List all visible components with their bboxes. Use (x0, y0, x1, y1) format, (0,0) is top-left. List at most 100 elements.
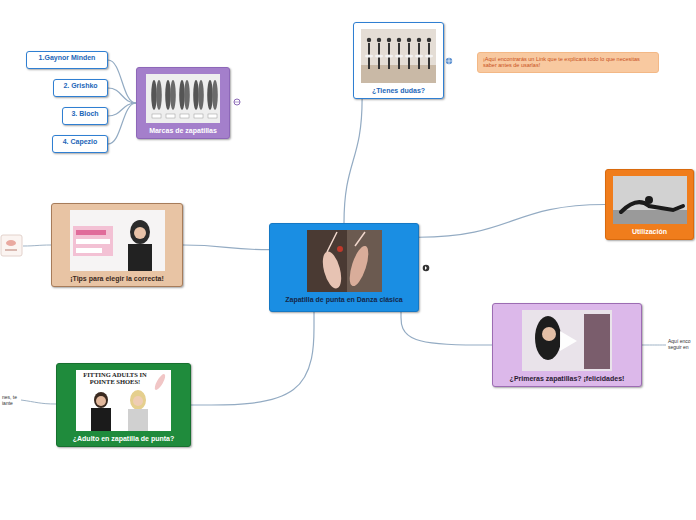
pointe-shoe (345, 244, 371, 288)
dancer-figure (397, 38, 401, 42)
photo-ground (522, 310, 612, 371)
dancer-figure (425, 55, 433, 58)
thumbnail-image (522, 310, 612, 371)
brand-tag (166, 114, 175, 118)
pointe-shoe (151, 80, 157, 110)
leader-line (23, 245, 51, 246)
person-figure (128, 409, 148, 431)
pointe-shoe (184, 80, 190, 110)
subtopic-box: 1.Gaynor Minden (26, 51, 108, 69)
play-button (560, 331, 577, 351)
subtopic-box: 2. Grishko (53, 79, 108, 97)
topic-label: ¿Primeras zapatillas? ¡felicidades! (510, 375, 625, 383)
brand-tag (194, 114, 203, 118)
person-figure (130, 220, 150, 244)
person-figure (133, 396, 143, 406)
shoe-icon (1, 235, 22, 256)
thumbnail-caption: FITTING ADULTS IN POINTE SHOES! (83, 371, 147, 386)
note-box: ¡Aquí encontrarás un Link que te explica… (477, 52, 659, 73)
person-figure (130, 390, 146, 410)
pointe-shoe (156, 80, 162, 110)
audio-icon (425, 266, 427, 270)
leader-line (21, 400, 56, 404)
topic-label: Zapatilla de punta en Danza clásica (285, 296, 402, 304)
floor (613, 210, 687, 224)
ribbon (327, 232, 365, 252)
dancer-figure (387, 38, 391, 42)
subtopic-box: 3. Bloch (62, 107, 108, 125)
dancer-figure (415, 55, 423, 58)
pointe-shoe (198, 80, 204, 110)
topic-label: ¿Adulto en zapatilla de punta? (73, 435, 175, 443)
subtopic-box: 4. Capezio (52, 135, 108, 153)
topic-box: Marcas de zapatillas (136, 67, 230, 139)
dancer-figure (427, 38, 431, 42)
branch-connector (401, 312, 492, 345)
title-block (76, 230, 106, 235)
audio-icon (423, 265, 430, 272)
shoe-icon (5, 249, 17, 251)
person-figure (542, 327, 556, 341)
pointe-shoe (165, 80, 171, 110)
thumbnail-image (307, 230, 382, 292)
dancer-figure (365, 55, 373, 58)
dancer-figure (385, 55, 393, 58)
dancer-figure (621, 202, 683, 212)
person-figure (94, 392, 108, 408)
photo-ground (307, 230, 382, 292)
thumbnail-image (613, 176, 687, 224)
brand-tag (208, 114, 217, 118)
globe-icon (234, 99, 240, 105)
topic-box: ¿Primeras zapatillas? ¡felicidades! (492, 303, 642, 387)
branch-connector (108, 88, 136, 103)
title-block (76, 239, 110, 244)
person-figure (535, 316, 561, 360)
dancer-figure (395, 55, 403, 58)
cut-note: Aquí enco seguir en (668, 339, 694, 351)
pointe-shoe (193, 80, 199, 110)
topic-label: 2. Grishko (63, 82, 97, 90)
photo-ground (613, 176, 687, 224)
dancer-figure (375, 55, 383, 58)
photo-ground (361, 29, 436, 83)
title-block (73, 226, 113, 256)
topic-label: Marcas de zapatillas (149, 127, 217, 135)
shoe-icon (6, 240, 16, 246)
pointe-shoe (207, 80, 213, 110)
photo-ground (70, 210, 165, 271)
branch-connector (419, 205, 605, 238)
pointe-shoe (170, 80, 176, 110)
pointe-shoe (153, 373, 167, 392)
topic-label: 1.Gaynor Minden (39, 54, 96, 62)
photo-ground (146, 74, 220, 123)
thumbnail-image (70, 210, 165, 271)
person-figure (128, 244, 152, 271)
leader-line (642, 345, 666, 346)
thumbnail-image (361, 29, 436, 83)
branch-connector (191, 312, 314, 405)
note-text: ¡Aquí encontrarás un Link que te explica… (483, 56, 653, 69)
topic-box: ¿Tienes dudas? (353, 22, 444, 99)
person-figure (91, 408, 111, 431)
branch-connector (344, 99, 362, 223)
topic-label: ¿Tienes dudas? (372, 87, 425, 95)
branch-connector (108, 103, 136, 144)
shoe-shelf (584, 314, 610, 369)
topic-box: Utilización (605, 169, 694, 240)
cut-note: nes, te iante (2, 395, 22, 407)
globe-icon (446, 58, 452, 64)
dancer-figure (407, 38, 411, 42)
central-topic: Zapatilla de punta en Danza clásica (269, 223, 419, 312)
topic-label: ¡Tips para elegir la correcta! (70, 275, 164, 283)
detail (337, 246, 343, 252)
globe-icon (446, 58, 452, 64)
pointe-shoe (212, 80, 218, 110)
pointe-shoe (319, 250, 344, 291)
thumbnail-image (146, 74, 220, 123)
title-block (76, 248, 102, 253)
brand-tag (180, 114, 189, 118)
person-figure (134, 227, 146, 239)
globe-icon (234, 102, 240, 103)
brand-tag (152, 114, 161, 118)
